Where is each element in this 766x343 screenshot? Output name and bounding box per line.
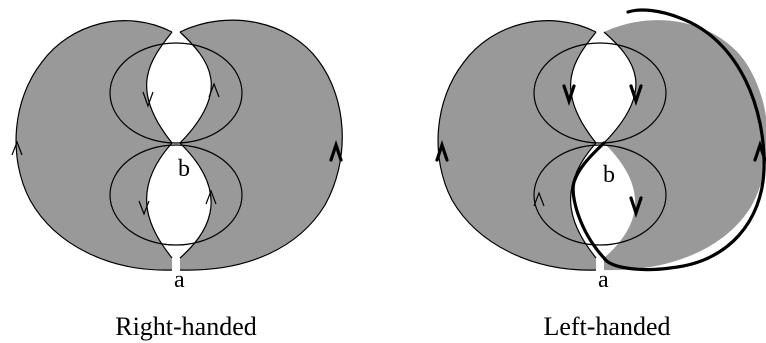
left-point-a-label: a <box>598 267 609 293</box>
right-upper-inner-left-arrow-icon <box>142 91 154 108</box>
left-lower-inner-left-arrow-icon <box>533 191 545 207</box>
right-point-a-label: a <box>174 267 185 293</box>
right-outer-right-arrow-icon <box>329 139 343 162</box>
left-upper-circle <box>533 42 667 144</box>
left-outer-left-arrow-icon <box>435 139 449 162</box>
left-left-shaded-region <box>438 20 596 271</box>
right-upper-inner-right-arrow-icon <box>208 82 220 98</box>
left-right-shaded-region <box>604 20 766 271</box>
right-handed-caption: Right-handed <box>115 312 257 341</box>
left-left-outer-strand <box>437 20 597 271</box>
left-handed-caption: Left-handed <box>543 312 670 341</box>
right-left-shaded-region <box>16 20 172 271</box>
right-right-shaded-region <box>180 20 343 271</box>
left-outer-right-arrow-icon <box>753 139 766 162</box>
right-lower-inner-right-arrow-icon <box>205 189 217 205</box>
right-outer-left-arrow-icon <box>11 140 23 156</box>
right-left-outer-strand <box>15 20 173 271</box>
right-lower-circle <box>109 144 243 246</box>
right-point-b-label: b <box>178 156 190 182</box>
left-point-b-label: b <box>603 162 615 188</box>
left-lower-circle <box>533 144 667 246</box>
left-lower-inner-right-arrow-icon <box>629 196 643 219</box>
left-handed-panel: b a Left-handed <box>435 8 766 341</box>
right-right-outer-strand <box>179 19 343 271</box>
right-lower-inner-left-arrow-icon <box>138 200 150 216</box>
left-inner-strand-right-upper <box>603 31 637 144</box>
left-highlighted-strand <box>571 8 766 272</box>
left-upper-inner-left-arrow-icon <box>562 84 576 107</box>
right-upper-circle <box>109 42 243 144</box>
left-upper-inner-right-arrow-icon <box>629 84 643 107</box>
right-handed-panel: b a Right-handed <box>11 19 343 341</box>
